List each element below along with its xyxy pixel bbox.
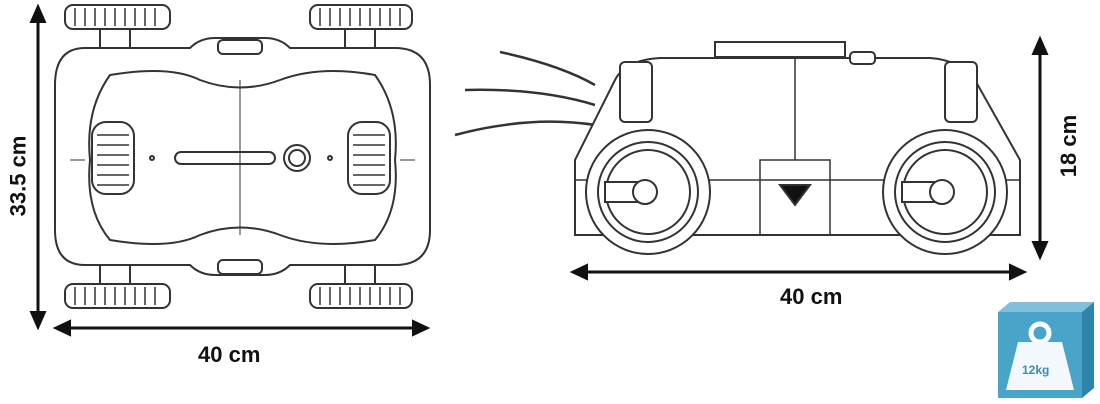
- side-view-height-label: 18 cm: [1056, 114, 1082, 178]
- top-body-outline: [54, 37, 431, 276]
- top-height-arrow: [29, 3, 47, 331]
- motion-lines: [454, 50, 596, 137]
- top-width-arrow: [52, 319, 431, 337]
- side-width-arrow: [569, 263, 1028, 281]
- side-height-arrow: [1031, 35, 1049, 261]
- top-view-width-label: 40 cm: [198, 342, 261, 367]
- side-wheels: [585, 129, 1008, 255]
- weight-icon: [998, 302, 1094, 398]
- side-view-drawing: [574, 41, 1021, 255]
- weight-label: 12kg: [1022, 363, 1050, 377]
- top-view-height-label: 33.5 cm: [5, 135, 31, 217]
- top-wheels: [64, 4, 413, 309]
- top-view-drawing: [54, 4, 431, 309]
- side-view-width-label: 40 cm: [780, 284, 843, 309]
